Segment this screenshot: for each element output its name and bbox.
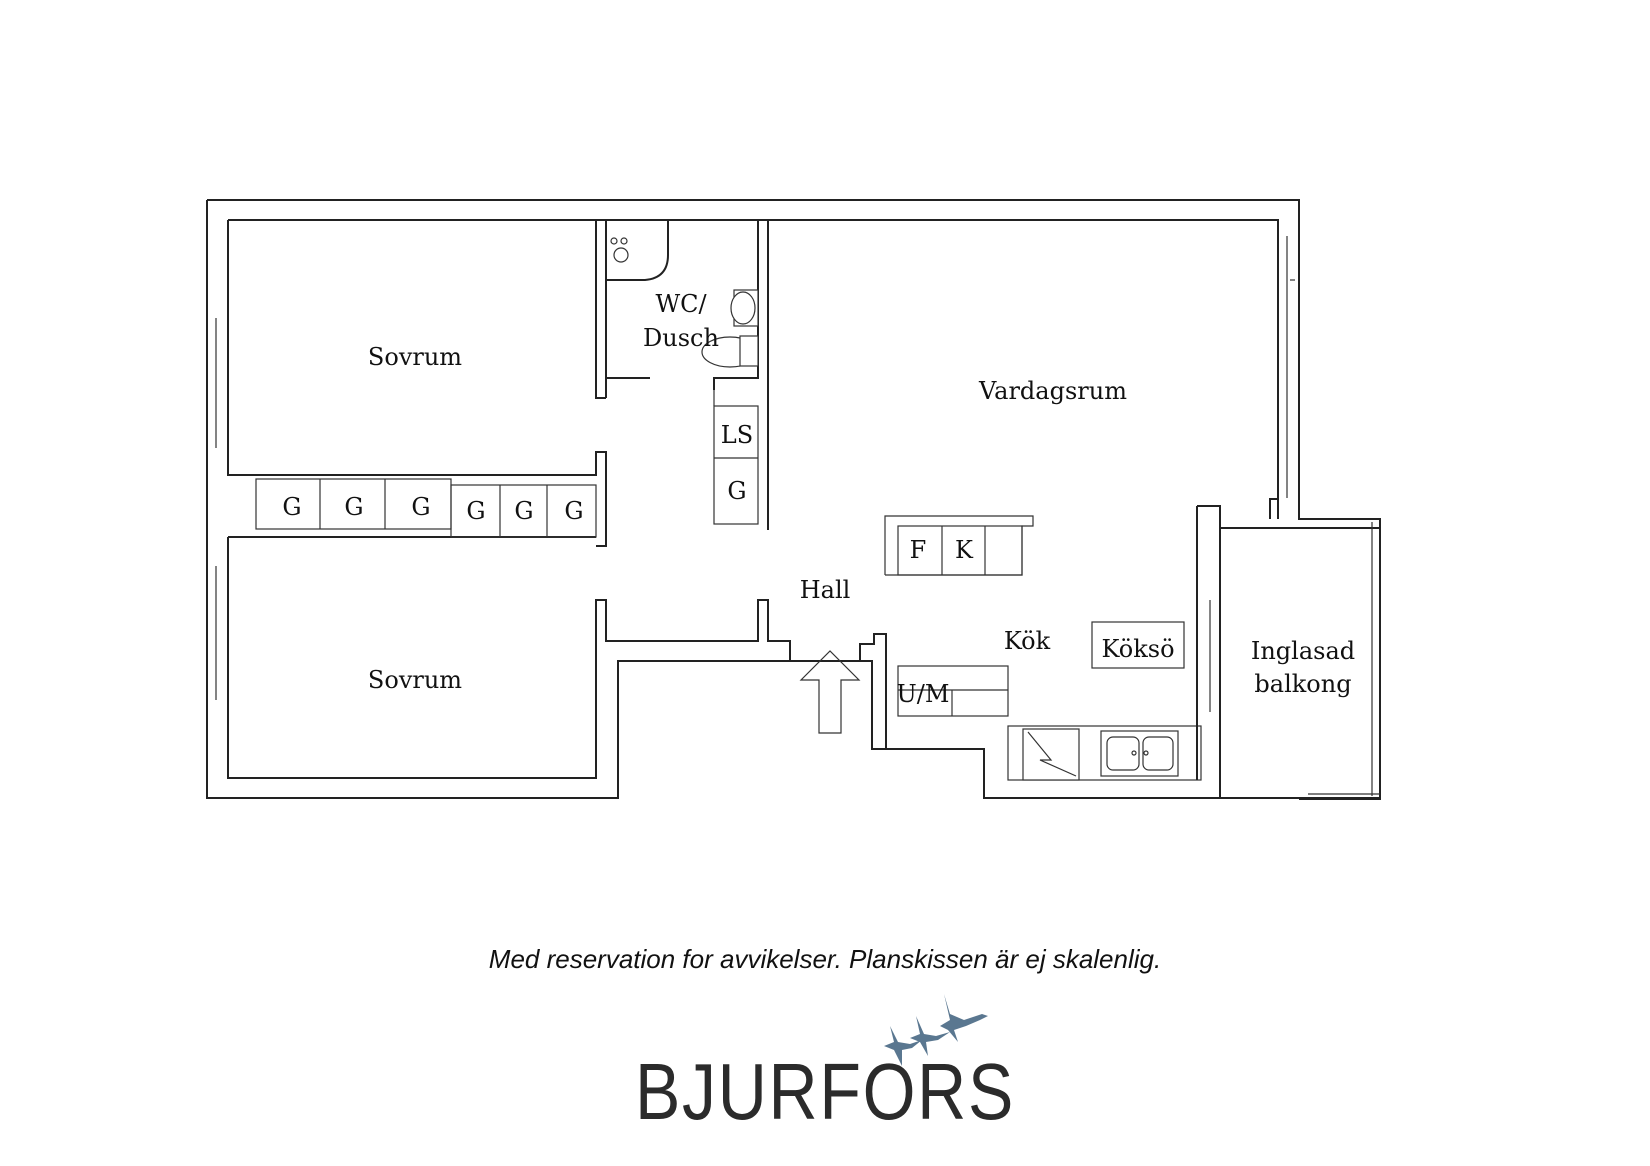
balcony-label-line2: balkong — [1254, 670, 1351, 698]
balcony — [1219, 522, 1381, 799]
freezer-label: K — [955, 536, 974, 564]
kitchen-island-label: Köksö — [1101, 635, 1174, 663]
kitchen-label: Kök — [1004, 627, 1051, 655]
brand-logo-text: BJURFORS — [634, 1047, 1016, 1136]
oven-micro-label: U/M — [897, 680, 950, 708]
wardrobe-label: G — [466, 497, 485, 525]
kitchen-counter — [897, 621, 1202, 781]
hall-label: Hall — [800, 576, 851, 604]
bedroom-top-label: Sovrum — [368, 343, 462, 371]
fridge-freezer-unit — [884, 515, 1034, 576]
hall-cabinet-column — [713, 219, 769, 530]
fridge-label: F — [910, 536, 927, 564]
kitchen-island — [1091, 621, 1185, 669]
disclaimer-text: Med reservation for avvikelser. Planskis… — [488, 944, 1162, 974]
wardrobe-label: G — [411, 493, 430, 521]
bathroom-label-line1: WC/ — [655, 290, 707, 318]
wardrobe-row — [255, 478, 597, 538]
entrance — [790, 633, 887, 749]
hall-wardrobe-label: G — [727, 477, 746, 505]
balcony-label-line1: Inglasad — [1251, 637, 1355, 665]
wardrobe-label: G — [344, 493, 363, 521]
bedroom-bottom-walls — [215, 536, 791, 779]
wardrobe-label: G — [564, 497, 583, 525]
bedroom-bottom-label: Sovrum — [368, 666, 462, 694]
wardrobe-label: G — [514, 497, 533, 525]
entrance-arrow-icon — [799, 650, 861, 734]
living-room-label: Vardagsrum — [978, 377, 1127, 405]
living-walls — [1196, 220, 1295, 780]
linen-cabinet-label: LS — [721, 421, 753, 449]
bathroom — [605, 219, 759, 398]
wardrobe-label: G — [282, 493, 301, 521]
bathroom-label-line2: Dusch — [643, 324, 719, 352]
bedroom-top-walls — [215, 219, 607, 547]
bird-logo-icon — [884, 994, 988, 1066]
outer-walls — [206, 199, 1381, 800]
